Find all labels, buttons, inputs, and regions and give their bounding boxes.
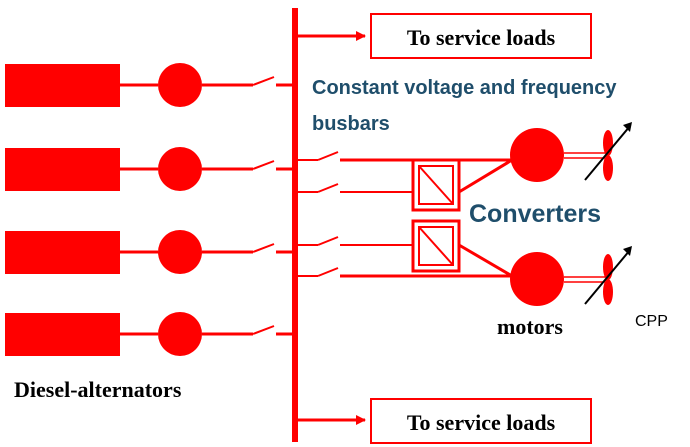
service-loads-box-bottom: To service loads [370,398,592,444]
alternator [158,230,202,274]
motor-connections [340,158,513,278]
converters-label: Converters [469,200,601,228]
cpp-label: CPP [635,313,668,330]
shaft-top [564,152,605,159]
service-loads-label-top: To service loads [407,25,556,50]
diesel-alternator-set-4 [5,312,293,356]
propeller-top-icon [584,122,632,181]
diesel-alternator-set-1 [5,63,293,107]
alternator [158,312,202,356]
alternator [158,147,202,191]
breaker-switch [252,76,275,86]
diesel-engine [5,148,120,191]
propeller-bottom-icon [584,246,632,305]
diesel-engine [5,231,120,274]
converter-top [411,158,461,212]
shaft-bottom [564,276,605,283]
diesel-engine [5,313,120,356]
motor-top [510,128,564,182]
motor-bottom [510,252,564,306]
busbar-label-line1: Constant voltage and frequency [312,77,617,99]
alternator [158,63,202,107]
converter-feeders [297,151,413,277]
diesel-engine [5,64,120,107]
motors-label: motors [497,314,563,339]
busbar-label-line2: busbars [312,113,390,135]
breaker-switch [252,160,275,170]
breaker-switch [252,243,275,253]
diesel-alternators-label: Diesel-alternators [14,377,182,402]
breaker-switch [252,325,275,335]
converter-bottom [411,219,461,273]
service-loads-label-bottom: To service loads [407,410,556,435]
diesel-alternator-set-3 [5,230,293,274]
diesel-alternator-set-2 [5,147,293,191]
service-loads-box-top: To service loads [370,13,592,59]
